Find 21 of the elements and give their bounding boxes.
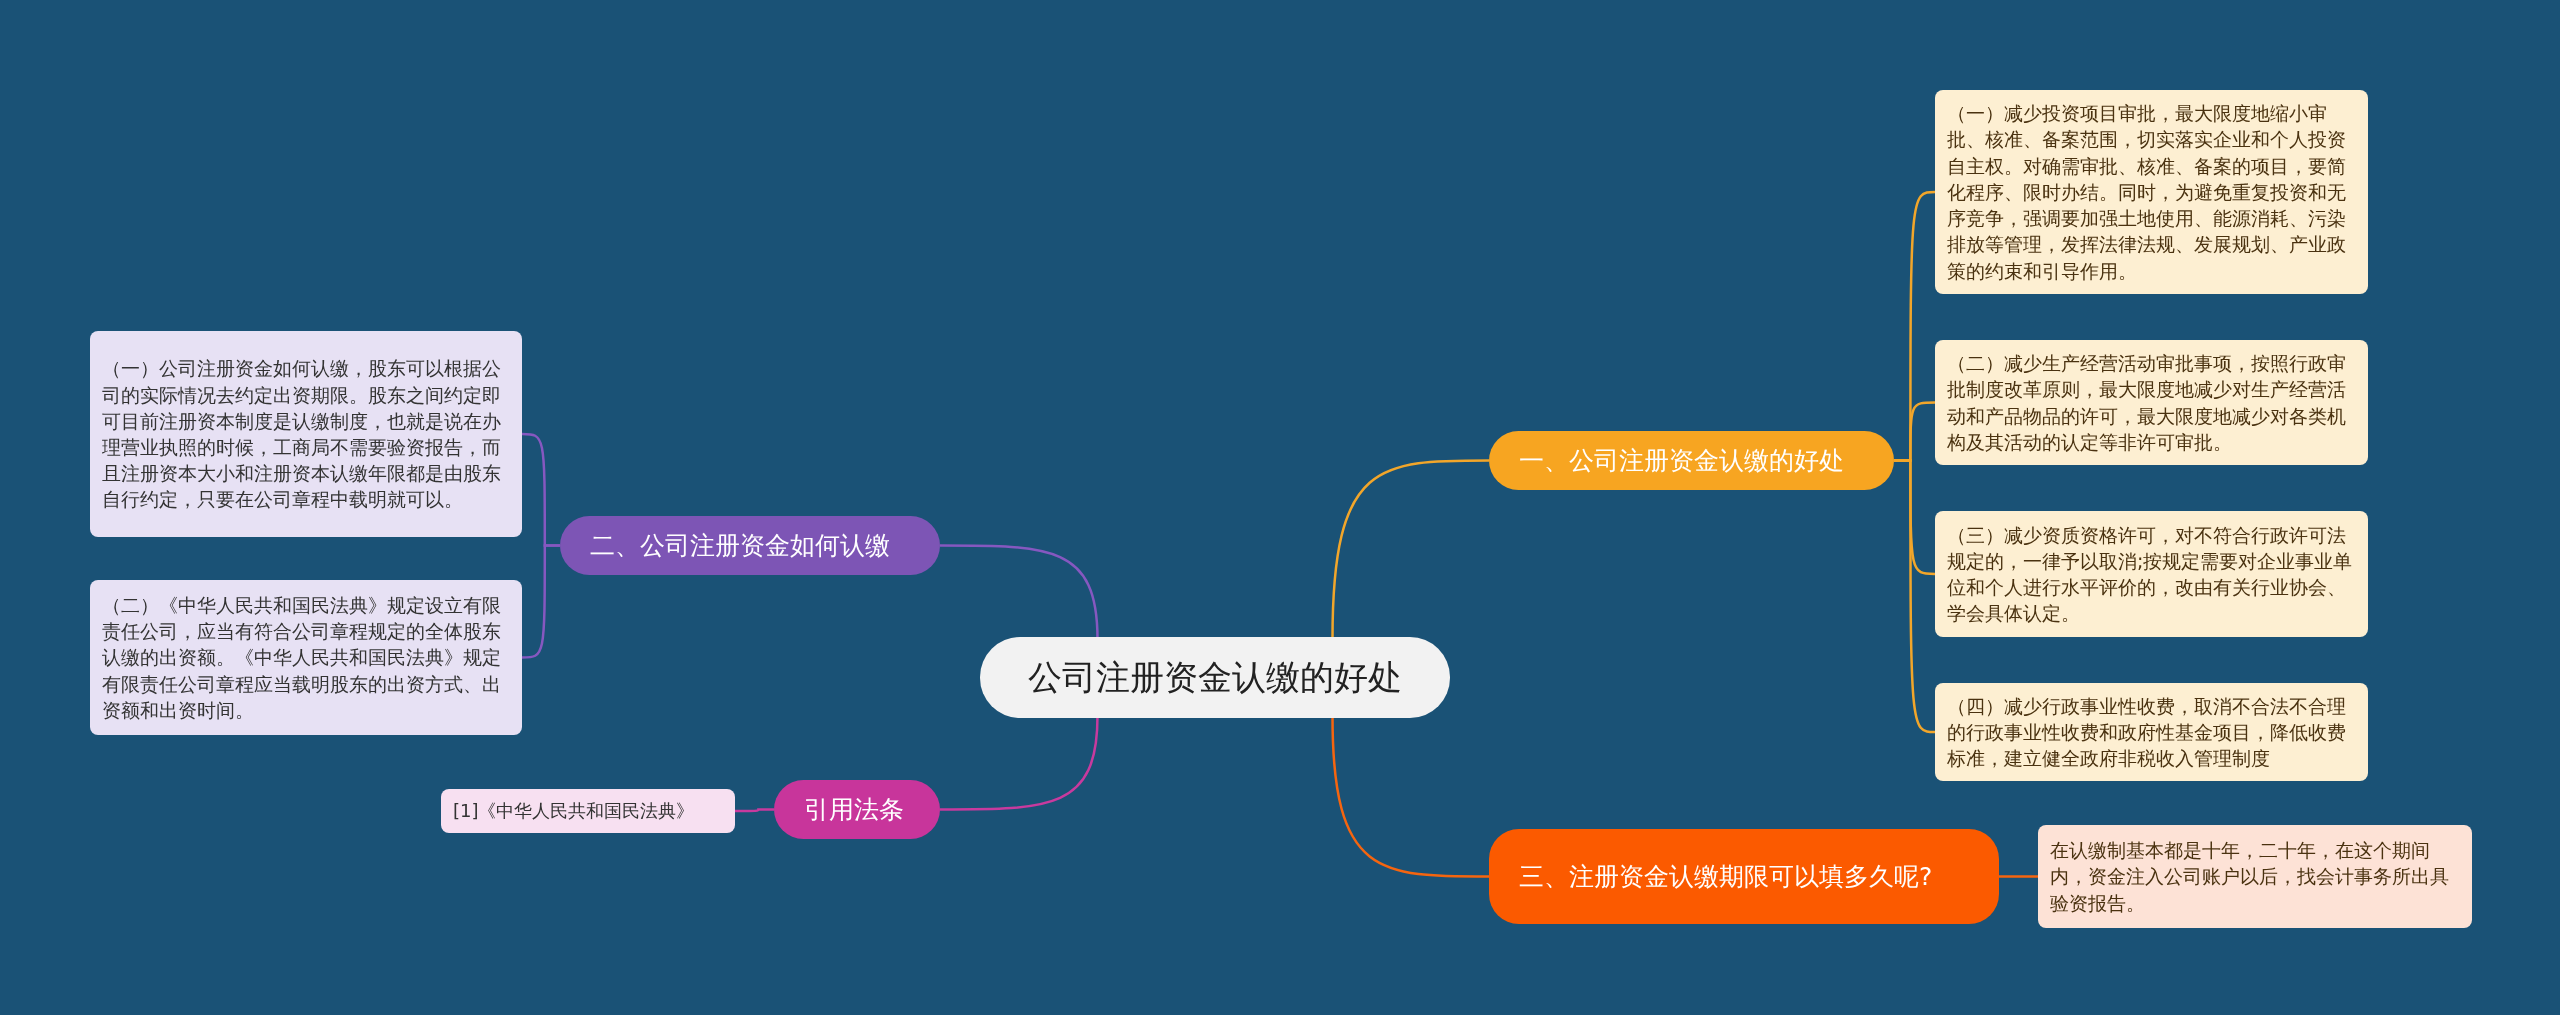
connector-line: [522, 544, 560, 659]
connector-line: [1894, 459, 1936, 734]
leaf-note: （一）减少投资项目审批，最大限度地缩小审批、核准、备案范围，切实落实企业和个人投资自主权。对确需审批、核准、备案的项目，要简化程序、限时办结。同时，为避免重复投资和无序竞争，强调要加强土地使用、能源消耗、污染排放等管理，发挥法律法规、发展规划、产业政策的约束和引导作用。: [1935, 90, 2368, 294]
leaf-note: 在认缴制基本都是十年，二十年，在这个期间内，资金注入公司账户以后，找会计事务所出具验资报告。: [2038, 825, 2472, 928]
leaf-note: （四）减少行政事业性收费，取消不合法不合理的行政事业性收费和政府性基金项目，降低收费标准，建立健全政府非税收入管理制度: [1935, 683, 2368, 781]
leaf-note: [1]《中华人民共和国民法典》: [441, 789, 735, 833]
connector-line: [1331, 459, 1489, 640]
connector-line: [940, 544, 1099, 640]
connector-line: [940, 715, 1099, 811]
leaf-note: （三）减少资质资格许可，对不符合行政许可法规定的，一律予以取消;按规定需要对企业事业单位和个人进行水平评价的，改由有关行业协会、学会具体认定。: [1935, 511, 2368, 637]
connector-line: [1999, 875, 2038, 878]
leaf-note: （二）减少生产经营活动审批事项，按照行政审批制度改革原则，最大限度地减少对生产经营活动和产品物品的许可，最大限度地减少对各类机构及其活动的认定等非许可审批。: [1935, 340, 2368, 465]
branch-topic: 引用法条: [774, 780, 940, 839]
connector-line: [1331, 715, 1489, 878]
branch-topic: 一、公司注册资金认缴的好处: [1489, 431, 1894, 490]
central-topic: 公司注册资金认缴的好处: [980, 637, 1450, 718]
leaf-note: （一）公司注册资金如何认缴，股东可以根据公司的实际情况去约定出资期限。股东之间约定即可目前注册资本制度是认缴制度，也就是说在办理营业执照的时候，工商局不需要验资报告，而且注册资本大小和注册资本认缴年限都是由股东自行约定，只要在公司章程中载明就可以。: [90, 331, 522, 537]
branch-topic: 二、公司注册资金如何认缴: [560, 516, 940, 575]
connector-line: [735, 808, 774, 813]
leaf-note: （二）《中华人民共和国民法典》规定设立有限责任公司，应当有符合公司章程规定的全体股东认缴的出资额。《中华人民共和国民法典》规定有限责任公司章程应当载明股东的出资方式、出资额和出资时间。: [90, 580, 522, 735]
branch-topic: 三、注册资金认缴期限可以填多久呢?: [1489, 829, 1999, 924]
